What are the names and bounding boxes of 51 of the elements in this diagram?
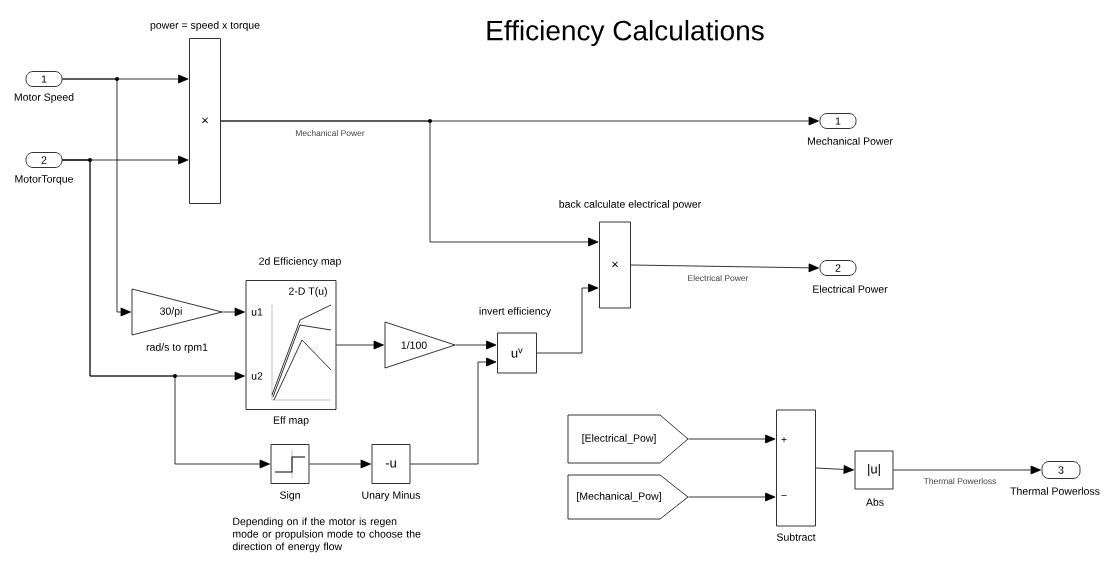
outport-pill: 2 xyxy=(819,260,857,276)
product-block: × xyxy=(599,221,631,309)
power-block: u$^{v}$ xyxy=(497,332,537,374)
arrow xyxy=(62,159,270,469)
block-label: Electrical Power xyxy=(813,285,888,293)
gain-triangle: 1/100 xyxy=(384,321,456,369)
inport-pill: 2 xyxy=(25,152,63,168)
arrow xyxy=(893,465,1041,475)
block-label: power = speed x torque xyxy=(150,21,260,31)
outport-pill: 1 xyxy=(819,113,857,129)
arrow xyxy=(222,307,245,317)
block-label: Mechanical Power xyxy=(807,137,893,145)
block-label: Abs xyxy=(866,498,884,506)
arrow xyxy=(309,459,371,469)
block-label: MotorTorque xyxy=(15,175,73,185)
edge-label: Thermal Powerloss xyxy=(922,476,998,486)
gain-triangle: 30/pi xyxy=(131,288,223,336)
arrow xyxy=(455,340,497,350)
block-label: back calculate electrical power xyxy=(559,200,701,210)
from-tag: [Electrical_Pow] xyxy=(567,414,689,464)
title: Efficiency Calculations xyxy=(487,19,764,47)
inport-pill: 1 xyxy=(25,71,63,87)
lookup-table-block: 2-D T(u) u1 u2 xyxy=(245,280,337,410)
abs-block: |u| xyxy=(854,450,894,490)
block-label: Unary Minus xyxy=(362,491,421,501)
unary-minus-block: -u xyxy=(371,444,411,484)
arrow xyxy=(815,465,854,474)
note: Depending on if the motor is regen mode or propulsion mode to choose the direction of energy flow xyxy=(232,517,421,553)
edge-label: Mechanical Power xyxy=(294,128,366,138)
sign-block xyxy=(270,444,310,484)
block-label: Subtract xyxy=(776,533,816,541)
block-label: Eff map xyxy=(273,416,309,426)
from-tag: [Mechanical_Pow] xyxy=(567,474,689,520)
block-label: invert efficiency xyxy=(479,307,552,317)
arrow xyxy=(62,78,131,317)
block-label: 2d Efficiency map xyxy=(259,257,341,267)
block-label: Motor Speed xyxy=(14,93,74,103)
arrow xyxy=(630,263,819,273)
block-label: Thermal Powerloss xyxy=(1010,487,1100,495)
arrow xyxy=(688,434,776,444)
subtract-block: + − xyxy=(776,409,816,527)
block-label: rad/s to rpm1 xyxy=(146,343,208,353)
arrow xyxy=(410,357,497,465)
arrow xyxy=(336,340,384,350)
edge-label: Electrical Power xyxy=(686,273,750,283)
product-block: × xyxy=(189,38,221,204)
arrow xyxy=(536,283,599,354)
arrow xyxy=(220,120,599,247)
block-label: Sign xyxy=(279,491,300,501)
arrow xyxy=(688,492,776,502)
outport-pill: 3 xyxy=(1041,461,1081,479)
